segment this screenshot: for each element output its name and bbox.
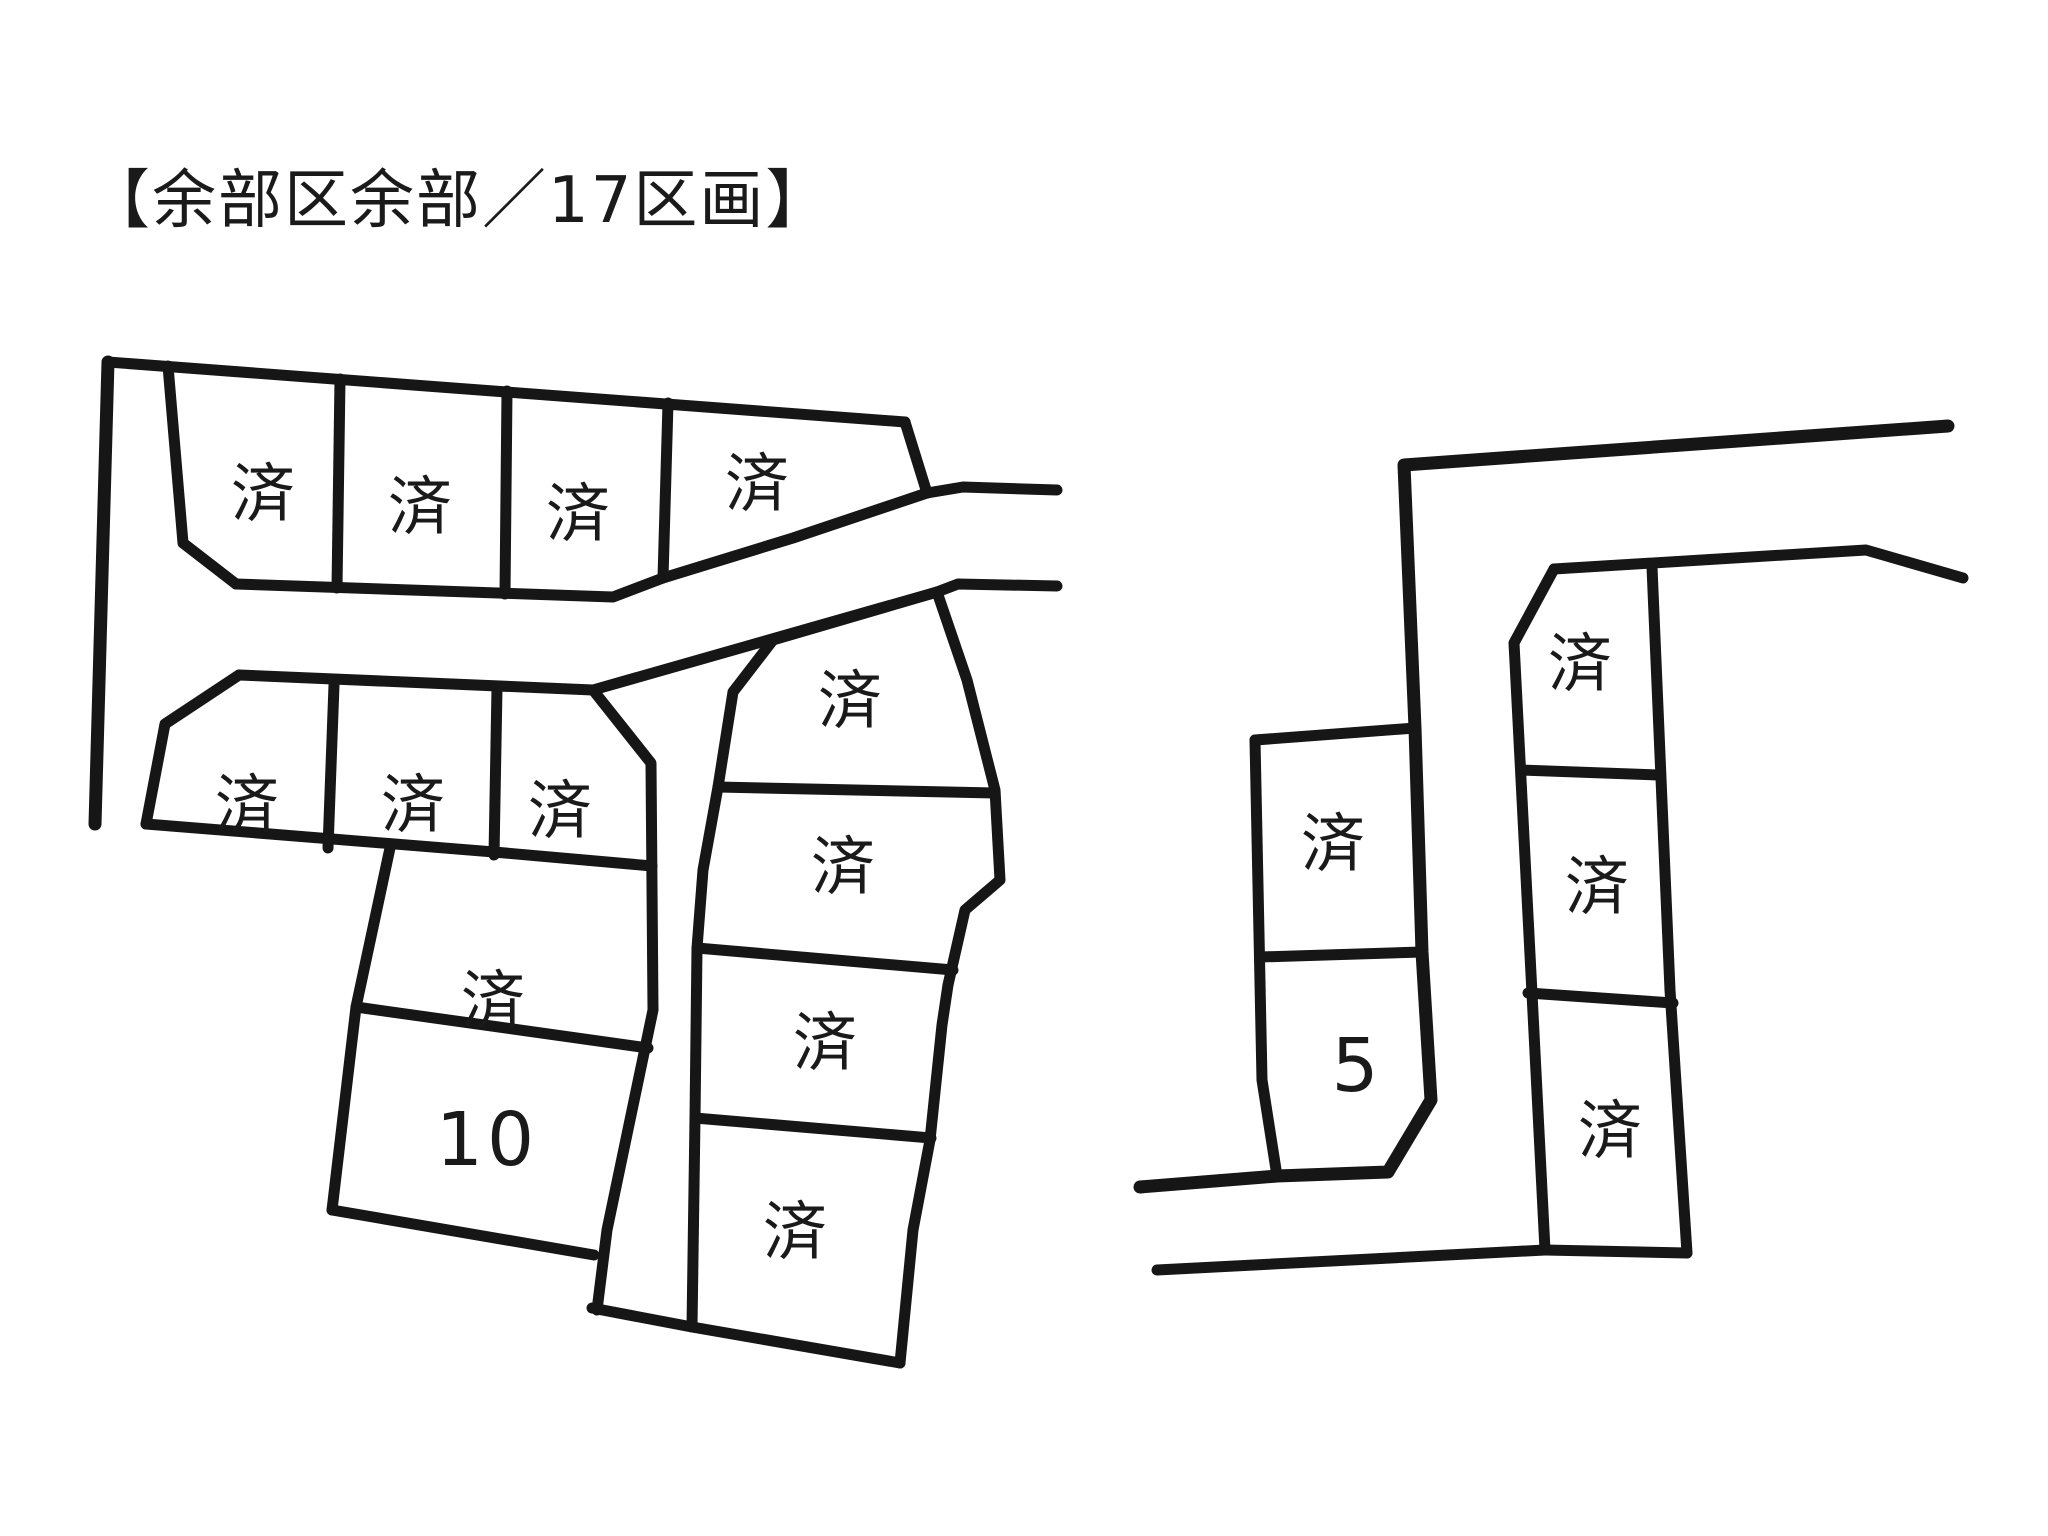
plot-label-left-col-2: 済 — [811, 831, 875, 905]
left-col-left-edge — [686, 634, 779, 1333]
plot-label-left-top-2: 済 — [388, 471, 452, 545]
plot-label-right-left-2: 5 — [1331, 1023, 1382, 1109]
road-b-left-edge — [587, 684, 659, 1316]
left-mid-row-divider-1 — [322, 679, 340, 854]
plot-label-left-mid-1: 済 — [215, 769, 279, 843]
left-cluster — [88, 355, 1063, 1369]
ten-column-left-edge — [326, 842, 396, 1216]
left-col-right-edge — [894, 586, 1006, 1369]
left-col-bottom-edge — [586, 1302, 906, 1369]
right-outer-boundary — [1133, 419, 1955, 1194]
left-top-row-left-edge — [162, 360, 242, 590]
left-mid-row-left-edge — [140, 669, 245, 830]
plot-label-left-top-1: 済 — [231, 458, 295, 532]
ten-column-divider — [350, 1001, 654, 1054]
left-top-row-right-edge — [899, 416, 933, 499]
plot-label-right-col-2: 済 — [1565, 851, 1629, 925]
plot-label-right-col-1: 済 — [1548, 628, 1612, 702]
page-title: 【余部区余部／17区画】 — [86, 164, 831, 238]
right-rcol-bottom-edge — [1539, 1244, 1693, 1259]
plot-label-left-col-1: 済 — [818, 665, 882, 739]
left-col-top-edge — [767, 586, 943, 646]
plot-label-left-top-4: 済 — [725, 448, 789, 522]
left-col-divider-3 — [689, 1112, 937, 1144]
right-inner-top-edge — [1548, 544, 1969, 584]
right-lcol-top-edge — [1249, 722, 1421, 746]
right-rcol-divider-2 — [1522, 987, 1679, 1009]
plot-label-right-col-3: 済 — [1578, 1095, 1642, 1169]
left-col-divider-2 — [691, 942, 959, 976]
plot-label-left-top-3: 済 — [546, 478, 610, 552]
left-outer-boundary-line — [88, 355, 115, 831]
plot-label-right-left-1: 済 — [1301, 808, 1365, 882]
right-lcol-divider — [1254, 946, 1428, 963]
left-col-divider-1 — [712, 781, 1001, 799]
plot-label-left-col-4: 済 — [763, 1196, 827, 1270]
plot-label-left-mid-3: 済 — [528, 775, 592, 849]
left-top-row-divider-1 — [331, 373, 346, 594]
left-top-row-divider-3 — [657, 397, 674, 584]
right-lcol-left-edge — [1249, 734, 1283, 1182]
right-rcol-left-edge — [1508, 563, 1560, 1256]
right-bottom-road-line — [1151, 1244, 1551, 1276]
plot-label-left-low-1: 済 — [461, 965, 525, 1039]
plot-label-left-low-2: 10 — [436, 1097, 538, 1183]
road-a-top-edge — [230, 481, 1063, 603]
left-mid-row-divider-2 — [488, 682, 503, 861]
right-cluster — [1133, 419, 1969, 1276]
plot-labels: 済済済済済済済済10済済済済済5済済済 — [215, 448, 1642, 1270]
right-rcol-divider-1 — [1515, 764, 1664, 781]
plot-label-left-mid-2: 済 — [381, 769, 445, 843]
ten-column-bottom-edge — [326, 1204, 600, 1261]
right-rcol-right-edge — [1646, 561, 1693, 1259]
left-top-row-divider-2 — [499, 385, 513, 600]
plot-label-left-col-3: 済 — [793, 1007, 857, 1081]
